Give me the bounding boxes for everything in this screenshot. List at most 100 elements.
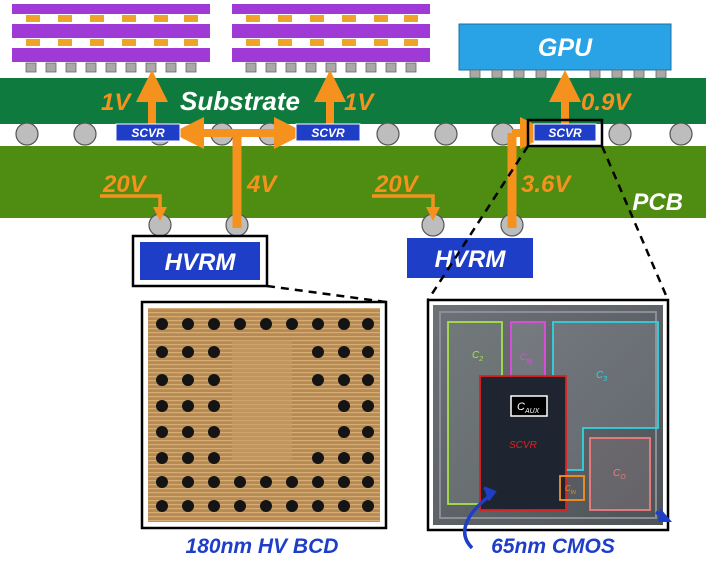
bond-pad [362,476,374,488]
bond-pad [182,452,194,464]
die-photo-right: C2 Cfly C3 SCVR CAUX CIN CO [426,298,670,532]
bond-pad [362,400,374,412]
scvr-chip-middle: SCVR [295,123,361,142]
bond-pad [260,318,272,330]
memory-stack-middle [232,4,430,73]
gpu-label: GPU [538,34,593,62]
cap-caux-box [510,395,548,417]
pad-array [156,318,374,512]
cap-c3-label: C3 [596,370,607,383]
substrate-label: Substrate [180,86,300,116]
bond-pad [156,318,168,330]
bond-pad [338,426,350,438]
bond-pad [260,476,272,488]
bond-pad [182,346,194,358]
bond-pad [156,346,168,358]
power-flow-arrows [100,70,581,228]
voltage-3-6v: 3.6V [521,171,572,198]
scvr-chip-left: SCVR [115,123,181,142]
bond-pad [312,452,324,464]
scvr-chip-right: SCVR [533,123,597,142]
scvr-zoom-highlight [526,118,604,148]
bond-pad [182,318,194,330]
bond-pad [156,500,168,512]
scvr-left-label: SCVR [131,126,165,140]
voltage-1v-left: 1V [101,89,132,116]
cap-co-label: CO [613,468,626,481]
bond-pad [208,318,220,330]
pcb-layer [0,146,706,218]
voltage-labels: 1V 1V 0.9V 4V 3.6V 20V 20V [101,89,632,198]
bond-pad [338,500,350,512]
caption-180nm: 180nm HV BCD [186,535,339,558]
bond-pad [362,500,374,512]
gpu-package: GPU [458,23,672,79]
bond-pad [338,346,350,358]
bond-pad [312,318,324,330]
bond-pad [362,452,374,464]
cap-caux-label: CAUX [517,401,540,415]
voltage-20v-right: 20V [374,171,420,198]
bond-pad [312,476,324,488]
bond-pad [338,476,350,488]
scvr-core-label: SCVR [509,440,537,451]
bond-pad [312,346,324,358]
cap-cin-region [559,475,585,501]
bond-pad [234,318,246,330]
bond-pad [156,400,168,412]
bond-pad [362,426,374,438]
hvrm-right-label: HVRM [435,246,507,273]
bond-pad [362,374,374,386]
bond-pad [208,426,220,438]
voltage-4v: 4V [246,171,278,198]
bond-pad [182,400,194,412]
bond-pad [338,318,350,330]
bond-pad [182,374,194,386]
bond-pad [208,374,220,386]
bond-pad [156,374,168,386]
bond-pad [338,374,350,386]
bond-pad [208,346,220,358]
voltage-0-9v: 0.9V [581,89,632,116]
cap-cin-label: CIN [565,484,576,496]
bond-pad [182,426,194,438]
memory-stack-left [12,4,210,73]
bond-pad [260,500,272,512]
hvrm-left-label: HVRM [165,249,237,276]
bond-pad [338,452,350,464]
bond-pad [234,476,246,488]
cap-cfly-label: Cfly [520,352,534,365]
scvr-middle-label: SCVR [311,126,345,140]
bond-pad [182,500,194,512]
bond-pad [208,500,220,512]
bond-pad [182,476,194,488]
bond-pad [208,476,220,488]
cap-co-region [589,437,651,511]
hvrm-module-right: HVRM [407,238,533,278]
pcb-label: PCB [632,189,683,216]
bond-pad [234,500,246,512]
voltage-20v-left: 20V [102,171,148,198]
bond-pad [286,318,298,330]
bond-pad [362,346,374,358]
scvr-right-label: SCVR [548,126,582,140]
hvrm-module-left: HVRM [131,234,269,288]
bond-pad [338,400,350,412]
bond-pad [286,500,298,512]
bond-pad [208,400,220,412]
caption-arrows [462,486,672,550]
caption-65nm: 65nm CMOS [491,535,615,558]
substrate-layer [0,78,706,124]
bond-pad [312,500,324,512]
voltage-1v-right: 1V [344,89,375,116]
cap-c2-label: C2 [472,350,483,363]
bond-pad [156,452,168,464]
bond-pad [362,318,374,330]
zoom-lines [266,145,670,304]
bond-pad [208,452,220,464]
bond-pad [156,426,168,438]
bond-pad [286,476,298,488]
bond-pad [156,476,168,488]
die-photo-left [140,300,388,530]
